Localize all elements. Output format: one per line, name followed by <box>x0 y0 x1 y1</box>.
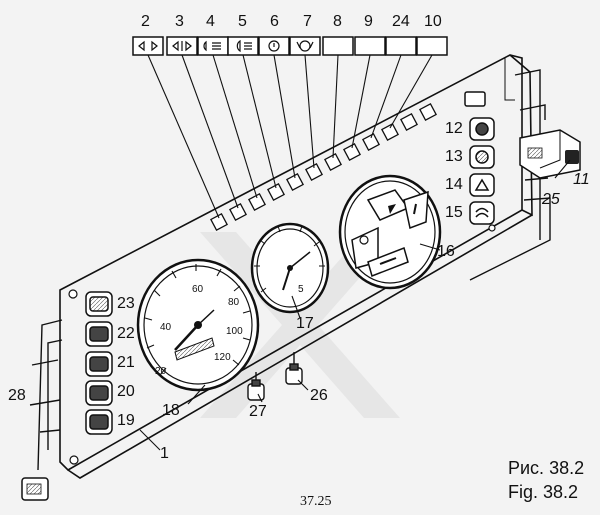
lamp-legend-symbols <box>138 39 314 53</box>
figure-caption-ru: Рис. 38.2 <box>508 458 585 478</box>
callout-28: 28 <box>8 387 26 404</box>
callout-10: 10 <box>424 13 442 30</box>
svg-text:5: 5 <box>298 284 304 295</box>
combination-gauge <box>338 174 442 290</box>
callout-4: 4 <box>206 13 215 30</box>
svg-text:60: 60 <box>192 284 204 295</box>
right-switch-column <box>464 91 495 225</box>
callout-24: 24 <box>392 13 410 30</box>
tachometer-gauge: 5 <box>250 222 330 314</box>
callout-15: 15 <box>445 204 463 221</box>
svg-text:80: 80 <box>228 297 240 308</box>
connector-28 <box>21 477 49 501</box>
page-code: 37.25 <box>300 494 332 509</box>
callout-9: 9 <box>364 13 373 30</box>
callout-7: 7 <box>303 13 312 30</box>
callout-1: 1 <box>160 445 169 462</box>
callout-23: 23 <box>117 295 135 312</box>
callout-12: 12 <box>445 120 463 137</box>
callout-21: 21 <box>117 354 135 371</box>
callout-26: 26 <box>310 387 328 404</box>
callout-22: 22 <box>117 325 135 342</box>
callout-6: 6 <box>270 13 279 30</box>
callout-leaders <box>139 159 571 451</box>
svg-text:20: 20 <box>155 366 167 377</box>
connector-11 <box>519 129 581 179</box>
svg-text:120: 120 <box>214 352 231 363</box>
callout-27: 27 <box>249 403 267 420</box>
callout-17: 17 <box>296 315 314 332</box>
callout-5: 5 <box>238 13 247 30</box>
callout-3: 3 <box>175 13 184 30</box>
speedometer-gauge: 20 40 60 80 100 120 <box>136 258 260 392</box>
callout-11: 11 <box>573 171 590 188</box>
callout-16: 16 <box>437 243 455 260</box>
watermark-logo <box>200 232 400 418</box>
callout-2: 2 <box>141 13 150 30</box>
left-switch-column <box>85 291 113 435</box>
callout-14: 14 <box>445 176 463 193</box>
callout-8: 8 <box>333 13 342 30</box>
figure-caption-en: Fig. 38.2 <box>508 482 579 502</box>
lamp-leader-lines <box>147 54 433 219</box>
wire-label-25: 25 <box>542 191 560 208</box>
svg-text:40: 40 <box>160 322 172 333</box>
callout-20: 20 <box>117 383 135 400</box>
callout-19: 19 <box>117 412 135 429</box>
lamp-legend-boxes <box>132 36 448 56</box>
callout-13: 13 <box>445 148 463 165</box>
rear-wiring-left <box>29 319 63 471</box>
indicator-lamp-row <box>210 103 437 231</box>
callout-18: 18 <box>162 402 180 419</box>
svg-text:100: 100 <box>226 326 243 337</box>
